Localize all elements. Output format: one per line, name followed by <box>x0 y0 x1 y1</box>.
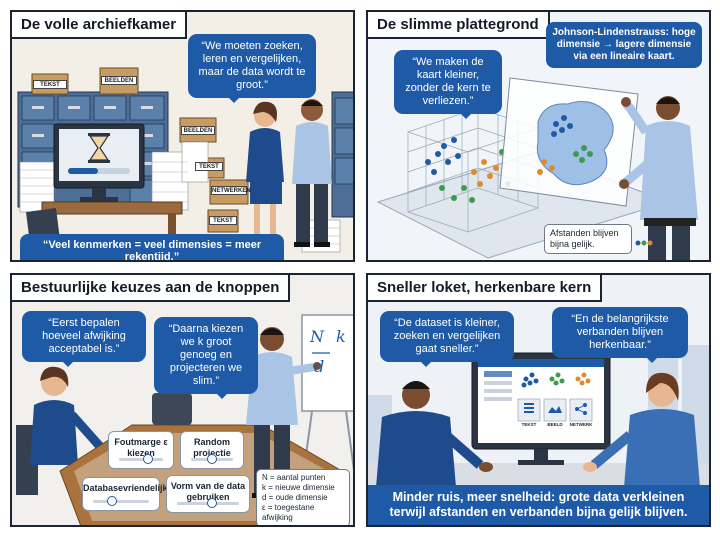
box-label: BEELDEN <box>101 76 137 85</box>
control-card-error-margin[interactable]: Foutmarge ε kiezen <box>108 431 174 469</box>
slider-knob[interactable] <box>107 496 117 506</box>
panel-title: Sneller loket, herkenbare kern <box>368 275 603 302</box>
box-label: BEELDEN <box>181 126 215 135</box>
control-card-database-friendly[interactable]: Databasevriendelijk <box>82 477 168 511</box>
panel-archive-room: TEKST BEELDEN BEELDEN TEKST NETWERKEN TE… <box>10 10 355 262</box>
screen-tile-label: BEELD <box>547 422 563 427</box>
symbol-legend: N = aantal punten k = nieuwe dimensie d … <box>256 469 350 525</box>
legend-item: N = aantal punten <box>262 473 326 482</box>
control-card-label: Random projectie <box>193 437 231 458</box>
panel-faster-desk: TEKST BEELD NETWERK Sneller loket, herke… <box>366 273 711 527</box>
speech-bubble: “Eerst bepalen hoeveel afwijking accepta… <box>22 311 146 367</box>
caption: Minder ruis, meer snelheid: grote data v… <box>368 485 709 525</box>
screen-tile-label: NETWERK <box>569 422 593 427</box>
caption: “Veel kenmerken = veel dimensies = meer … <box>20 234 284 260</box>
control-card-label: Vorm van de data gebruiken <box>170 481 246 502</box>
panel-control-choices: N k d Bestuurlijke keuzes aan de knoppen… <box>10 273 355 527</box>
speech-bubble: “We moeten zoeken, leren en vergelijken,… <box>188 34 316 103</box>
slider-knob[interactable] <box>207 454 217 464</box>
slider-knob[interactable] <box>207 498 217 508</box>
data-shape-slider[interactable] <box>177 498 239 508</box>
panel-title: De slimme plattegrond <box>368 12 550 39</box>
panel-title: De volle archiefkamer <box>12 12 188 39</box>
box-label: TEKST <box>33 80 67 89</box>
slider-knob[interactable] <box>143 454 153 464</box>
board-letter-d: d <box>314 357 325 376</box>
control-card-label: Foutmarge ε kiezen <box>114 437 168 458</box>
control-card-data-shape[interactable]: Vorm van de data gebruiken <box>166 475 250 513</box>
box-label: NETWERKEN <box>211 186 251 195</box>
info-box: Johnson-Lindenstrauss: hoge dimensie → l… <box>546 22 702 68</box>
distance-note: Afstanden blijven bijna gelijk. <box>544 224 632 254</box>
random-projection-slider[interactable] <box>191 454 233 464</box>
speech-bubble: “We maken de kaart kleiner, zonder de ke… <box>394 50 502 119</box>
speech-bubble: “En de belangrijkste verbanden blijven h… <box>552 307 688 363</box>
legend-item: d = oude dimensie <box>262 493 328 502</box>
box-label: TEKST <box>195 162 223 171</box>
panel-smart-map: De slimme plattegrond “We maken de kaart… <box>366 10 711 262</box>
legend-item: k = nieuwe dimensie <box>262 483 335 492</box>
panel-title: Bestuurlijke keuzes aan de knoppen <box>12 275 291 302</box>
board-letter-n: N <box>310 327 324 346</box>
database-friendly-slider[interactable] <box>93 496 149 506</box>
screen-tile-label: TEKST <box>521 422 537 427</box>
control-card-random-projection[interactable]: Random projectie <box>180 431 244 469</box>
speech-bubble: “De dataset is kleiner, zoeken en vergel… <box>380 311 514 367</box>
box-label: TEKST <box>209 216 237 225</box>
board-letter-k: k <box>336 327 346 346</box>
error-margin-slider[interactable] <box>119 454 163 464</box>
legend-item: ε = toegestane afwijking <box>262 503 315 522</box>
speech-bubble: “Daarna kiezen we k groot genoeg en proj… <box>154 317 258 399</box>
control-card-label: Databasevriendelijk <box>83 483 168 493</box>
